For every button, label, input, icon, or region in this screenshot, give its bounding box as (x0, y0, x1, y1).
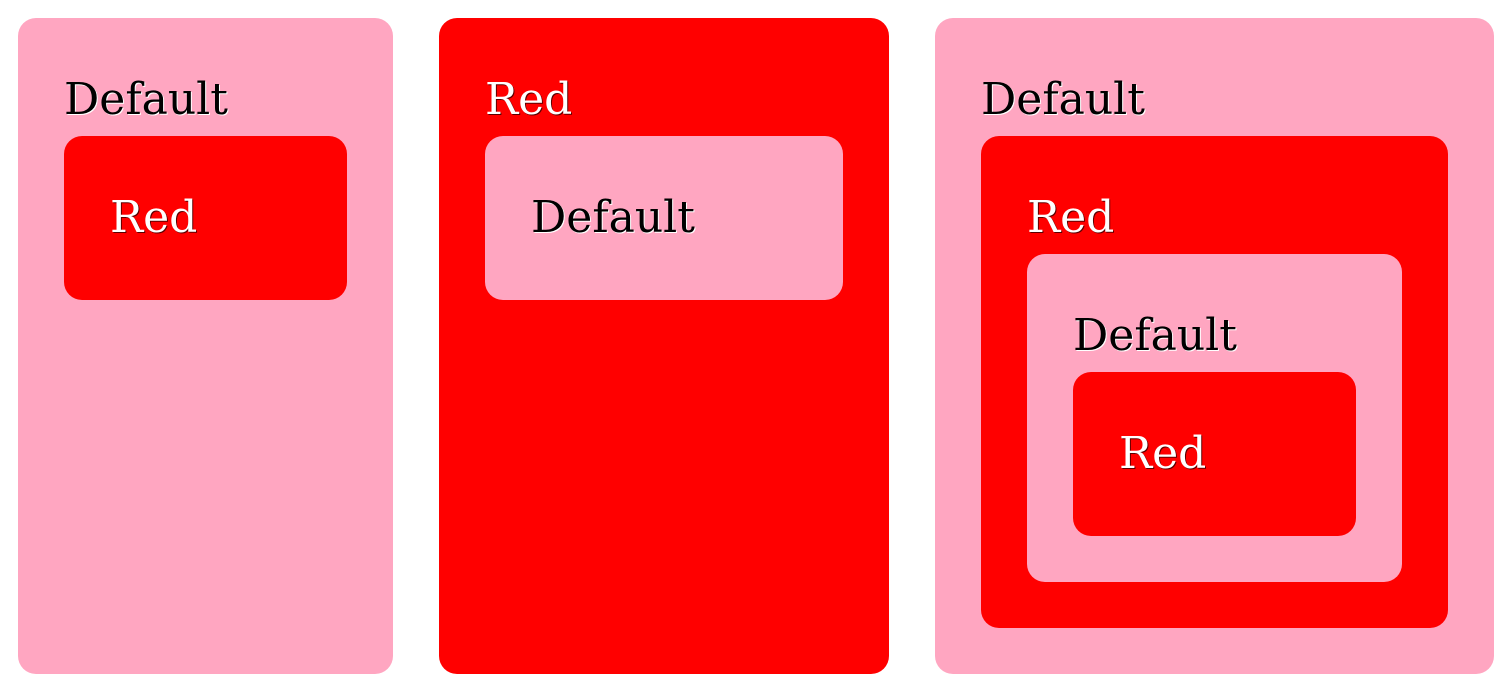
nested-panel-label: Default (1073, 310, 1237, 361)
panel-label: Default (64, 74, 228, 125)
nested-panel-label: Red (110, 192, 198, 243)
panel-label: Default (981, 74, 1145, 125)
panel-default-1: Default Red (18, 18, 393, 674)
nested-panel-label: Red (1027, 192, 1115, 243)
nested-panel-red: Red (64, 136, 347, 300)
nested-panel-label: Red (1119, 428, 1207, 479)
panel-label: Red (485, 74, 573, 125)
nested-panel-default: Default (485, 136, 843, 300)
nested-panel-red: Red Default Red (981, 136, 1448, 628)
panel-default-3: Default Red Default Red (935, 18, 1494, 674)
nested-panel-label: Default (531, 192, 695, 243)
nested-panel-default: Default Red (1027, 254, 1402, 582)
panel-red-2: Red Default (439, 18, 889, 674)
nested-panel-red-inner: Red (1073, 372, 1356, 536)
